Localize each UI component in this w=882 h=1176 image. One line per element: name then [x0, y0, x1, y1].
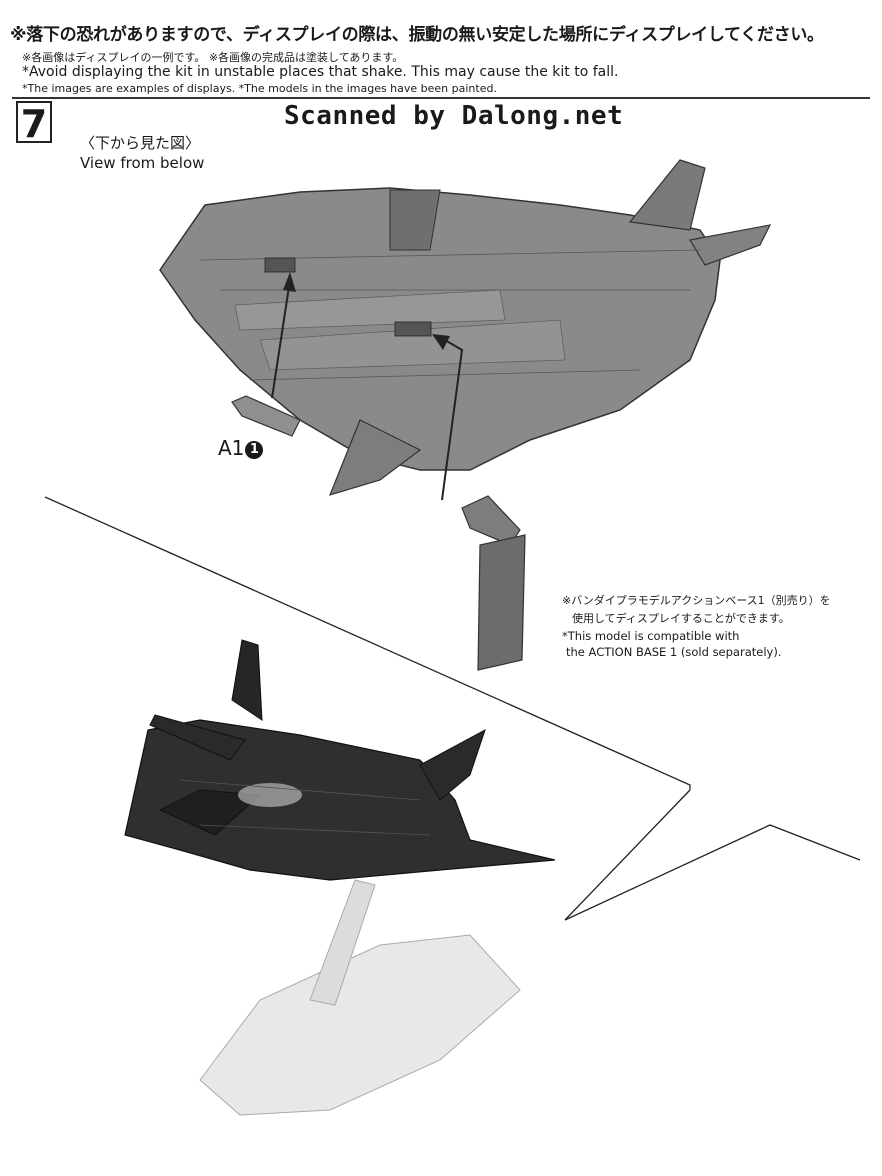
- en-note-text: *The images are examples of displays. *T…: [22, 82, 497, 95]
- part-number-badge: 1: [245, 441, 264, 459]
- scan-watermark: Scanned by Dalong.net: [284, 101, 624, 131]
- action-base-note-jp-line2: 使用してディスプレイすることができます。: [572, 612, 790, 625]
- jp-warning-text: ※落下の恐れがありますので、ディスプレイの際は、振動の無い安定した場所にディスプ…: [10, 25, 824, 45]
- divider-line: [564, 789, 861, 921]
- ship-underside-drawing: [159, 159, 772, 496]
- ship-painted-drawing: [124, 639, 556, 881]
- view-label-jp: 〈下から見た図〉: [80, 134, 201, 152]
- arrow-line: [271, 279, 291, 399]
- step-number: 7: [16, 101, 52, 145]
- divider-line: [44, 496, 691, 790]
- display-stand-drawing: [199, 879, 521, 1116]
- arrow-line: [441, 339, 464, 501]
- action-base-note-en-line1: *This model is compatible with: [562, 629, 740, 643]
- header-divider: [12, 97, 870, 99]
- part-a1-shape: [231, 395, 301, 437]
- arrow-head-icon: [432, 334, 450, 350]
- jp-note-text: ※各画像はディスプレイの一例です。 ※各画像の完成品は塗装してあります。: [22, 51, 404, 64]
- part-a1-code: A1: [218, 436, 245, 460]
- action-base-note-en-line2: the ACTION BASE 1 (sold separately).: [566, 645, 782, 659]
- arrow-head-icon: [283, 272, 296, 292]
- view-label-en: View from below: [80, 154, 205, 172]
- stand-connector-drawing: [461, 495, 526, 671]
- action-base-note-jp-line1: ※バンダイプラモデルアクションベース1（別売り）を: [562, 594, 831, 607]
- en-warning-text: *Avoid displaying the kit in unstable pl…: [22, 64, 619, 80]
